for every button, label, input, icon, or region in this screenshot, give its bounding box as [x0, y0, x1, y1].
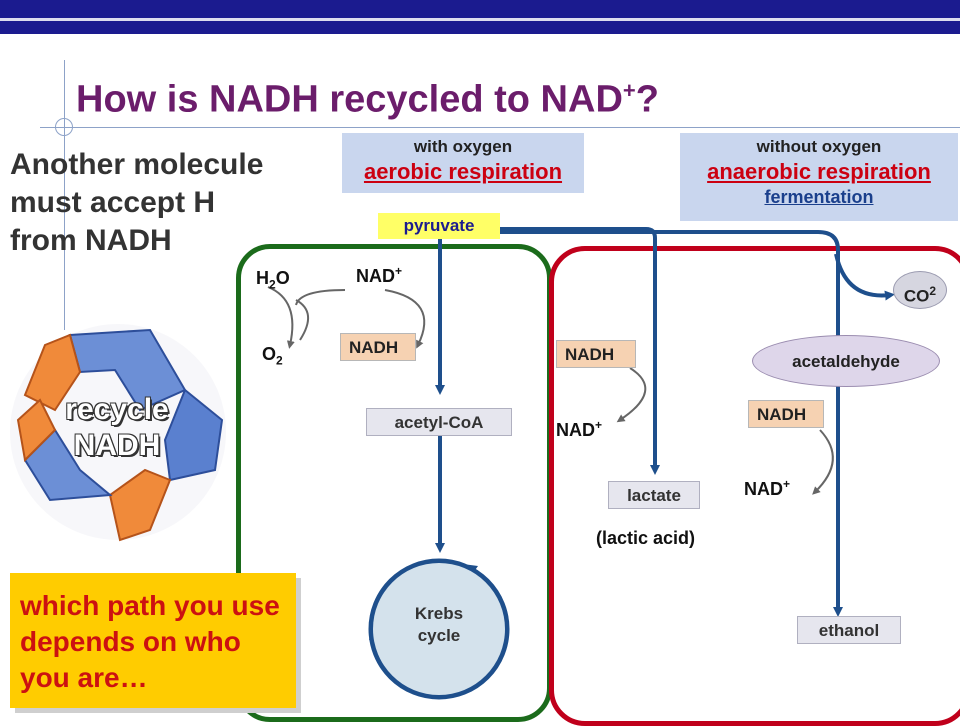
curve-nad-lactic — [616, 367, 647, 423]
arrow-to-co2 — [834, 253, 895, 301]
o2-label: O2 — [262, 344, 283, 368]
nadh-alcohol: NADH — [748, 400, 824, 428]
anaerobic-label: anaerobic respiration — [707, 159, 931, 184]
recycle-nadh-label: recycle NADH — [65, 393, 169, 462]
note-box — [10, 573, 296, 708]
lactic-acid-label: (lactic acid) — [596, 528, 696, 548]
arrow-to-ethanol — [500, 230, 843, 617]
aerobic-label: aerobic respiration — [363, 159, 563, 184]
anaerobic-header: without oxygen anaerobic respiration fer… — [680, 133, 958, 221]
note-text: which path you use depends on who you ar… — [20, 590, 280, 693]
nadh-lactic: NADH — [556, 340, 636, 368]
aerobic-header: with oxygen aerobic respiration — [342, 133, 584, 193]
guide-line-vertical — [64, 60, 65, 330]
nad-plus-alcohol: NAD+ — [744, 477, 791, 499]
lactate-label: lactate — [608, 481, 700, 509]
nad-plus-aerobic: NAD+ — [356, 264, 403, 286]
fermentation-link[interactable]: fermentation — [764, 187, 874, 207]
acetaldehyde-label: acetaldehyde — [752, 335, 940, 387]
nadh-aerobic: NADH — [340, 333, 416, 361]
krebs-cycle-label: Krebs cycle — [414, 604, 464, 645]
curve-nad-alcohol — [812, 429, 834, 495]
ethanol-label: ethanol — [797, 616, 901, 644]
nad-plus-lactic: NAD+ — [556, 418, 603, 440]
acetyl-coa-label: acetyl-CoA — [366, 408, 512, 436]
crosshair-icon — [55, 118, 73, 136]
krebs-cycle — [373, 563, 505, 695]
krebs-cycle-ring — [368, 558, 510, 700]
h2o-label: H2O — [256, 268, 290, 292]
top-banner — [0, 0, 960, 34]
pyruvate-label: pyruvate — [378, 213, 500, 239]
co2-label: CO2 — [893, 271, 947, 309]
page-title: How is NADH recycled to NAD+? — [76, 78, 659, 121]
subtitle-text: Another molecule must accept H from NADH — [10, 148, 264, 257]
curve-nad-aerobic — [384, 289, 426, 349]
guide-line-horizontal — [40, 127, 960, 128]
curve-h2o — [295, 289, 346, 306]
